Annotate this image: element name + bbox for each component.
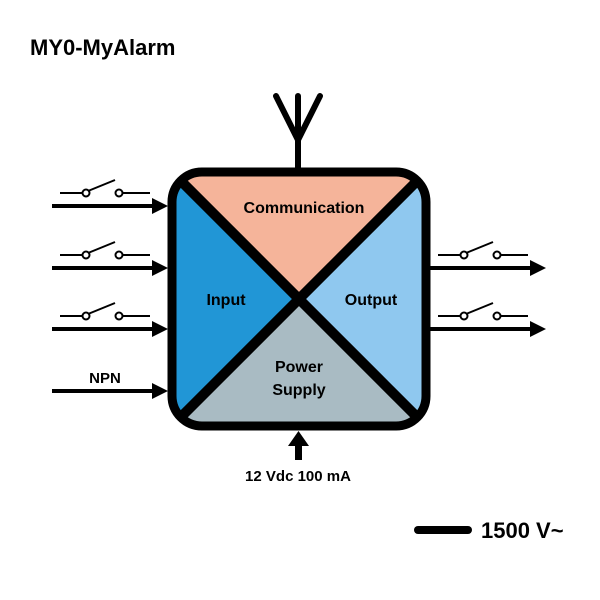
module-box xyxy=(167,167,431,431)
antenna-icon xyxy=(273,93,323,175)
output-label: Output xyxy=(345,292,398,309)
power-supply-section xyxy=(172,299,426,426)
switch-icon xyxy=(438,302,528,321)
communication-section xyxy=(172,172,426,299)
power-label-line2: Supply xyxy=(272,382,325,399)
output-section xyxy=(299,172,426,426)
input-arrow-1 xyxy=(52,179,168,214)
input-arrow-3 xyxy=(52,302,168,337)
divider xyxy=(172,172,426,426)
isolation-label: 1500 V~ xyxy=(481,518,564,543)
input-arrow-2 xyxy=(52,241,168,276)
input-arrow-npn xyxy=(52,383,168,399)
switch-icon xyxy=(60,302,150,321)
power-label-line1: Power xyxy=(275,359,323,376)
output-arrow-1 xyxy=(430,241,546,276)
communication-label: Communication xyxy=(244,200,365,217)
diagram-title: MY0-MyAlarm xyxy=(30,35,175,60)
switch-icon xyxy=(438,241,528,260)
switch-icon xyxy=(60,179,150,198)
power-arrow-icon xyxy=(288,431,309,460)
switch-icon xyxy=(60,241,150,260)
input-label: Input xyxy=(206,292,246,309)
input-section xyxy=(172,172,299,426)
power-spec-label: 12 Vdc 100 mA xyxy=(245,468,351,485)
output-arrow-2 xyxy=(430,302,546,337)
npn-label: NPN xyxy=(89,370,121,387)
